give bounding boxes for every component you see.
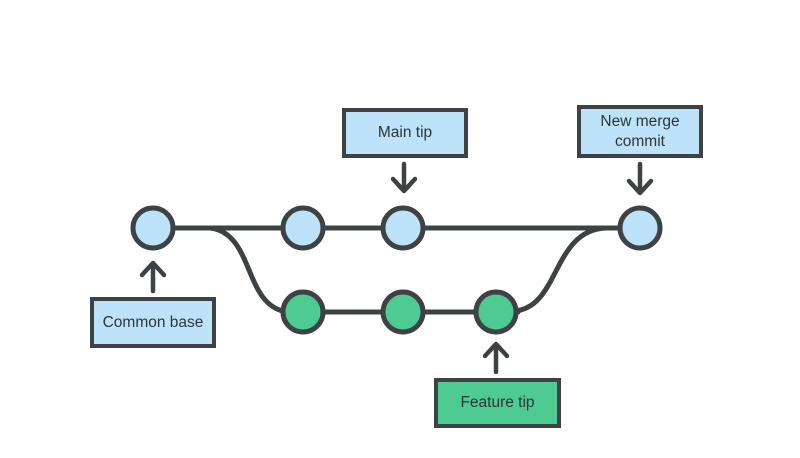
arrow-up-icon (139, 260, 167, 294)
arrow-down-icon (390, 161, 418, 194)
commit-new-merge (617, 205, 663, 251)
branch-out-curve (207, 225, 291, 315)
arrow-down-icon (626, 161, 654, 196)
commit-main-tip (380, 205, 426, 251)
feature-tip-label: Feature tip (434, 378, 561, 428)
merge-in-curve (511, 225, 609, 314)
commit-common-base (130, 205, 176, 251)
commit-nodes (130, 205, 663, 335)
commit-main-2 (280, 205, 326, 251)
commit-feature-2 (380, 289, 426, 335)
commit-feature-1 (280, 289, 326, 335)
arrow-up-icon (482, 341, 510, 375)
commit-feature-tip (473, 289, 519, 335)
main-tip-label: Main tip (342, 108, 468, 158)
annotation-arrows (139, 161, 654, 375)
common-base-label: Common base (90, 297, 216, 348)
new-merge-commit-label: New merge commit (577, 105, 703, 158)
